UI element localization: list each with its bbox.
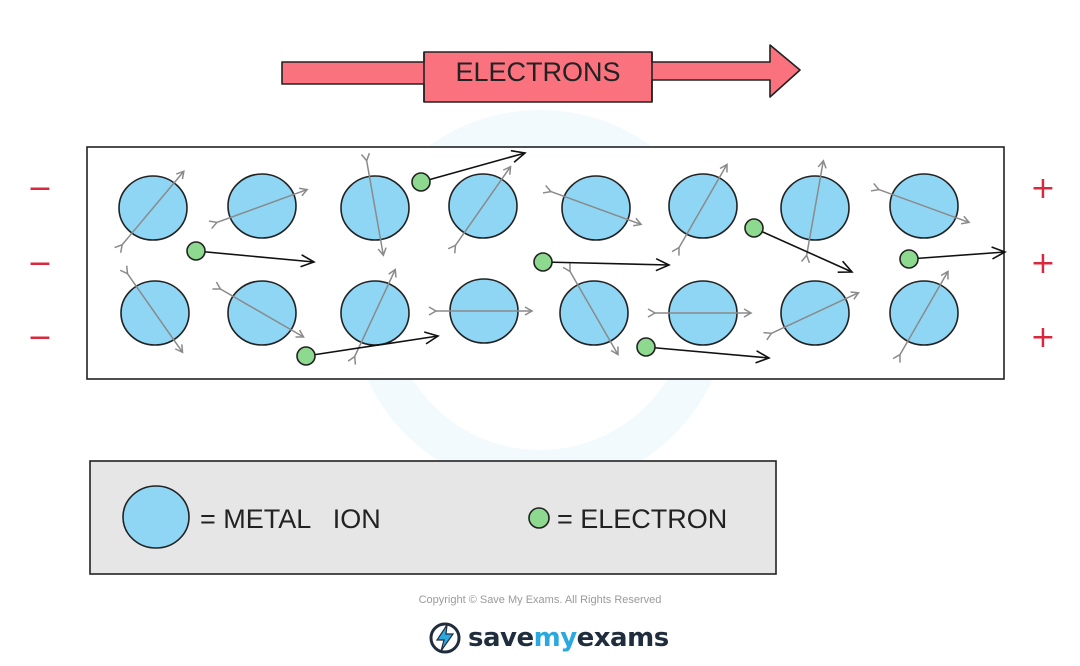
vibration-arrow [892,270,949,363]
free-electron [186,241,316,268]
electron-dot [186,241,206,261]
metal-ion [212,280,305,346]
electron-flow-arrow: ELECTRONS [281,44,801,103]
metal-ion [428,278,534,344]
metal-ion [119,265,190,354]
vibration-arrow [347,268,397,365]
copyright-notice: Copyright © Save My Exams. All Rights Re… [418,594,662,606]
vibration-arrow [212,281,305,338]
electron-dot [899,249,919,269]
electron-drift-arrow [908,246,1007,260]
legend-electron-symbol [528,507,550,529]
metal-ion [889,270,959,363]
vibration-arrow [562,263,619,356]
electrons-arrow-label: ELECTRONS [455,57,620,87]
vibration-arrow [447,165,512,254]
vibration-arrow [800,159,827,264]
electron-drift-arrow [420,149,527,183]
electron-dot [296,346,316,366]
free-electron [899,246,1007,269]
vibration-arrow [114,170,185,253]
plus-sign: + [1030,171,1055,206]
minus-sign: − [27,320,52,355]
brand-wordmark: savemyexams [468,623,669,653]
free-electron [411,149,527,192]
electron-drift-arrow [645,346,771,364]
electron-dot [411,172,431,192]
metal-ion [559,263,629,356]
plus-sign: + [1030,246,1055,281]
vibration-arrow [360,152,387,257]
electron-drift-arrow [195,250,316,268]
metal-ion [780,159,850,264]
plus-sign: + [1030,320,1055,355]
legend-electron-label: = ELECTRON [557,504,727,534]
minus-sign: − [27,246,52,281]
metal-ion [668,163,738,256]
free-electron [296,331,440,366]
metal-ion [870,173,971,239]
save-my-exams-logo: savemyexams [428,618,669,658]
negative-terminal: − − − [27,171,52,355]
legend: = METAL ION = ELECTRON [89,460,777,575]
positive-terminal: + + + [1030,171,1055,355]
metal-ion [114,170,188,253]
legend-ion-symbol [122,485,190,549]
minus-sign: − [27,171,52,206]
electron-drift-arrow [542,257,671,272]
legend-ion-label: = METAL ION [200,504,381,534]
metal-ion [763,280,860,346]
free-electrons [186,149,1007,366]
electron-dot [636,337,656,357]
electron-dot [744,218,764,238]
metal-ion [340,152,410,257]
electron-dot [533,252,553,272]
ion-lattice [114,152,971,365]
metal-ion [647,280,753,346]
vibration-arrow [763,291,860,341]
free-electron [744,218,854,273]
electron-drift-arrow [753,227,854,273]
vibration-arrow [671,163,728,256]
lightning-bolt-icon [429,622,461,654]
free-electron [533,252,671,272]
metal-ion [447,165,518,254]
free-electron [636,337,771,364]
vibration-arrow [870,182,971,225]
metal-ion [542,175,643,241]
vibration-arrow [208,187,309,230]
electron-drift-arrow [305,331,440,357]
vibration-arrow [119,265,184,354]
vibration-arrow [542,184,643,227]
metal-ion [208,173,309,239]
